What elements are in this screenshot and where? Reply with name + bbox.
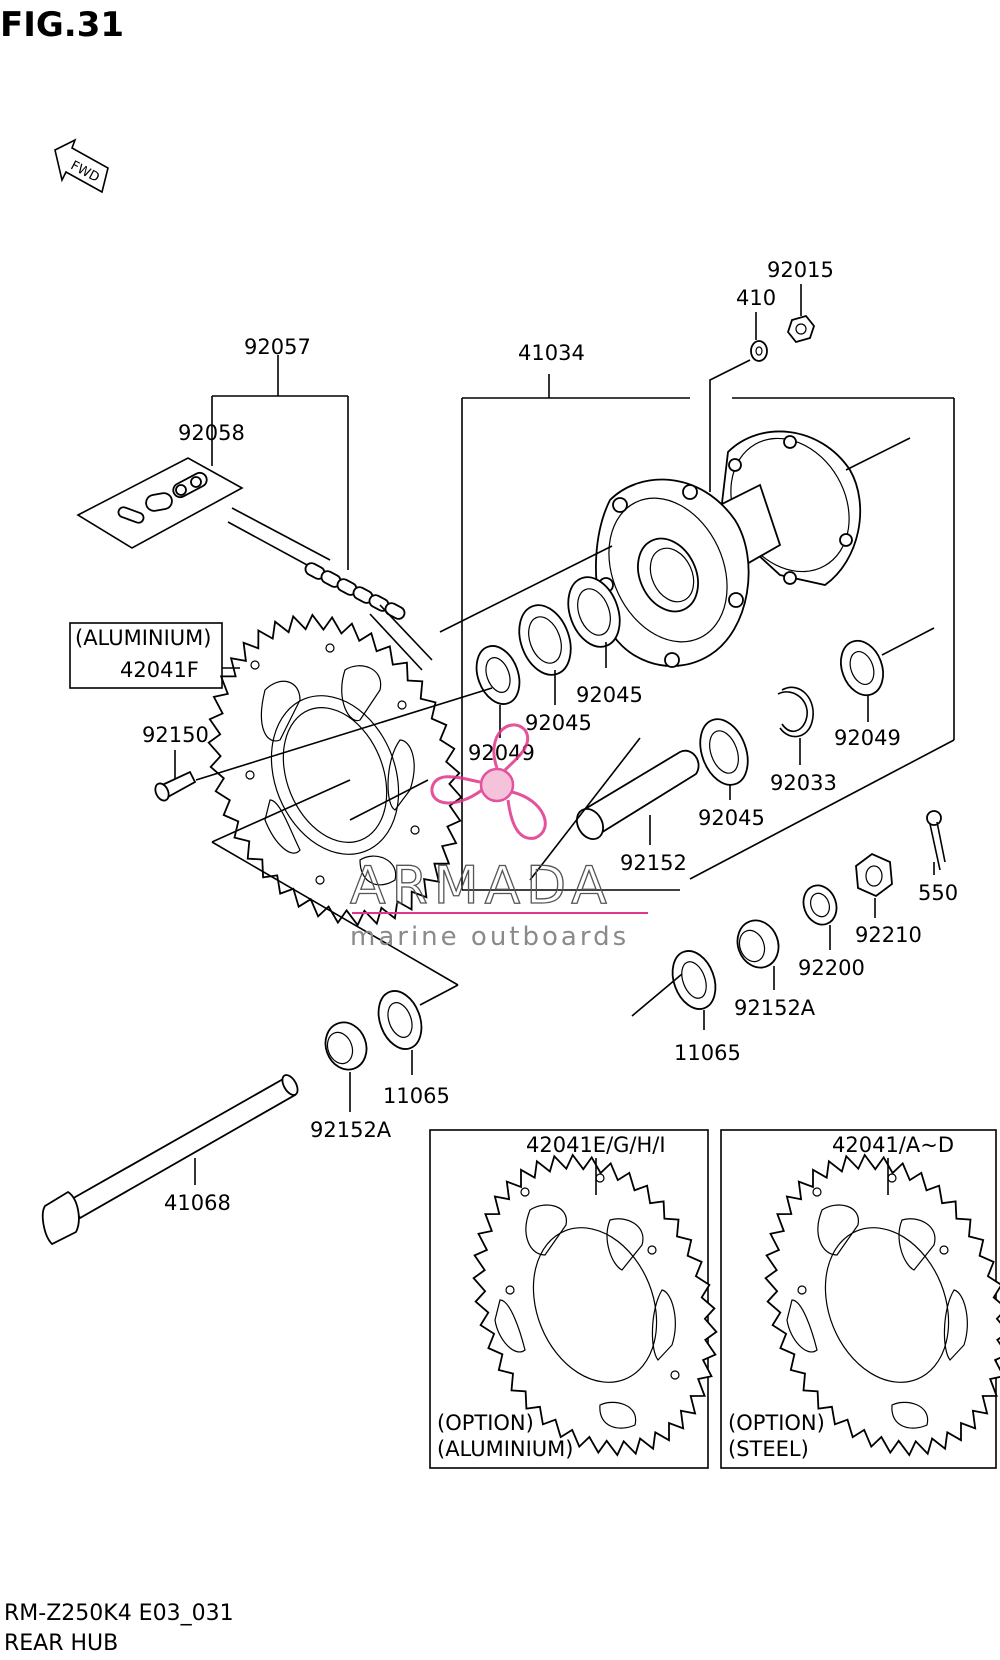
bracket-92057: [211, 355, 349, 570]
chain-link: [384, 602, 406, 620]
section-name: REAR HUB: [4, 1631, 118, 1656]
collar-92152: [575, 749, 700, 840]
seal-11065-right: [671, 950, 717, 1010]
label-42041F: 42041F: [120, 658, 199, 682]
watermark-tagline: marine outboards: [350, 922, 629, 952]
cotter-pin-550: [926, 810, 946, 871]
label-42041AD: 42041/A~D: [832, 1133, 954, 1157]
option-left-line1: (OPTION): [437, 1411, 534, 1435]
label-550: 550: [918, 881, 958, 905]
bracket-41034: [461, 374, 955, 891]
seal-11065-left: [377, 990, 423, 1050]
label-42041EGHI: 42041E/G/H/I: [526, 1133, 666, 1157]
label-92210: 92210: [855, 923, 922, 947]
axle-41068: [41, 1074, 299, 1246]
seal-92049-left: [475, 645, 521, 705]
bolt-92150: [154, 770, 197, 802]
bearing-92045-upper-right: [567, 576, 621, 648]
label-92152: 92152: [620, 851, 687, 875]
label-92152A-b: 92152A: [310, 1118, 392, 1142]
hub-41034: [595, 430, 862, 668]
option-right-line1: (OPTION): [728, 1411, 825, 1435]
label-41034: 41034: [518, 341, 585, 365]
castle-nut-92210: [855, 852, 893, 898]
bearing-92045-lower: [699, 718, 749, 786]
option-right-line2: (STEEL): [728, 1437, 809, 1461]
label-41068: 41068: [164, 1191, 231, 1215]
armada-logo-icon: [430, 723, 547, 840]
label-92045-b: 92045: [576, 683, 643, 707]
label-92150: 92150: [142, 723, 209, 747]
sprocket-42041F: [207, 613, 463, 927]
label-11065-b: 11065: [674, 1041, 741, 1065]
chain-joint-92058: [76, 457, 244, 549]
watermark-brand: ARMADA: [350, 856, 613, 916]
option-left-line2: (ALUMINIUM): [437, 1437, 573, 1461]
aluminium-note-box: [69, 622, 223, 689]
option-box-aluminium: [429, 1129, 718, 1469]
label-92045-a: 92045: [525, 711, 592, 735]
washer-92200: [802, 884, 838, 926]
bearing-92045-upper-left: [518, 604, 572, 676]
label-92049-a: 92049: [468, 741, 535, 765]
option-box-steel: [720, 1129, 1000, 1469]
washer-410: [750, 340, 768, 362]
seal-92049-right: [840, 639, 884, 697]
label-92033: 92033: [770, 771, 837, 795]
label-92045-c: 92045: [698, 806, 765, 830]
model-code: RM-Z250K4 E03_031: [4, 1601, 234, 1626]
figure-title: FIG.31: [0, 5, 124, 45]
label-92200: 92200: [798, 956, 865, 980]
label-92057: 92057: [244, 335, 311, 359]
label-92049-b: 92049: [834, 726, 901, 750]
collar-92152A-left: [324, 1021, 368, 1071]
label-11065-a: 11065: [383, 1084, 450, 1108]
circlip-92033: [777, 686, 814, 738]
drive-chain-92057: [227, 507, 433, 671]
nut-92015: [786, 314, 816, 344]
collar-92152A-right: [736, 919, 780, 969]
label-92058: 92058: [178, 421, 245, 445]
label-92152A-a: 92152A: [734, 996, 816, 1020]
label-92015: 92015: [767, 258, 834, 282]
label-410: 410: [736, 286, 776, 310]
aluminium-note: (ALUMINIUM): [75, 626, 211, 650]
fwd-arrow-icon: FWD: [54, 138, 109, 194]
